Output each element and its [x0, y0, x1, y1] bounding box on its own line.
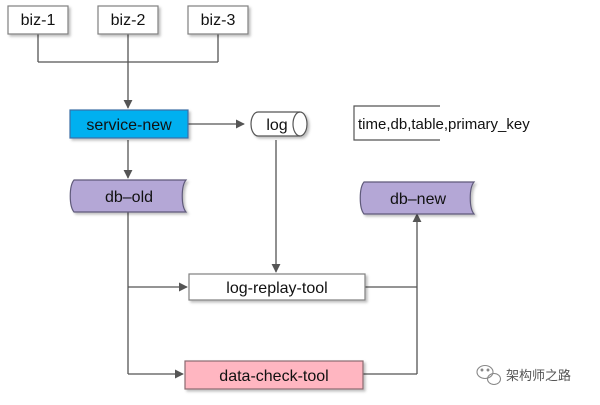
- wechat-icon: [476, 364, 502, 386]
- biz-1-label: biz-1: [21, 12, 56, 29]
- watermark: 架构师之路: [476, 364, 571, 386]
- db-new-cylinder: db–new: [359, 181, 476, 215]
- watermark-text: 架构师之路: [506, 368, 571, 383]
- biz-2-label: biz-2: [111, 12, 146, 29]
- log-fields-annotation: time,db,table,primary_key: [353, 105, 530, 141]
- data-check-tool-box: data-check-tool: [184, 360, 364, 390]
- db-old-label: db–old: [105, 189, 153, 206]
- biz-1-box: biz-1: [7, 5, 69, 35]
- data-check-tool-label: data-check-tool: [219, 368, 328, 385]
- biz-3-box: biz-3: [187, 5, 249, 35]
- log-queue: log: [250, 111, 308, 137]
- log-replay-tool-label: log-replay-tool: [226, 280, 327, 297]
- db-new-label: db–new: [390, 191, 446, 208]
- biz-3-label: biz-3: [201, 12, 236, 29]
- biz-2-box: biz-2: [97, 5, 159, 35]
- log-fields-label: time,db,table,primary_key: [358, 116, 530, 133]
- log-replay-tool-box: log-replay-tool: [188, 273, 366, 301]
- service-new-box: service-new: [69, 109, 189, 139]
- service-new-label: service-new: [86, 117, 172, 134]
- db-old-cylinder: db–old: [69, 179, 188, 213]
- log-label: log: [266, 117, 287, 134]
- connectors: [37, 34, 422, 379]
